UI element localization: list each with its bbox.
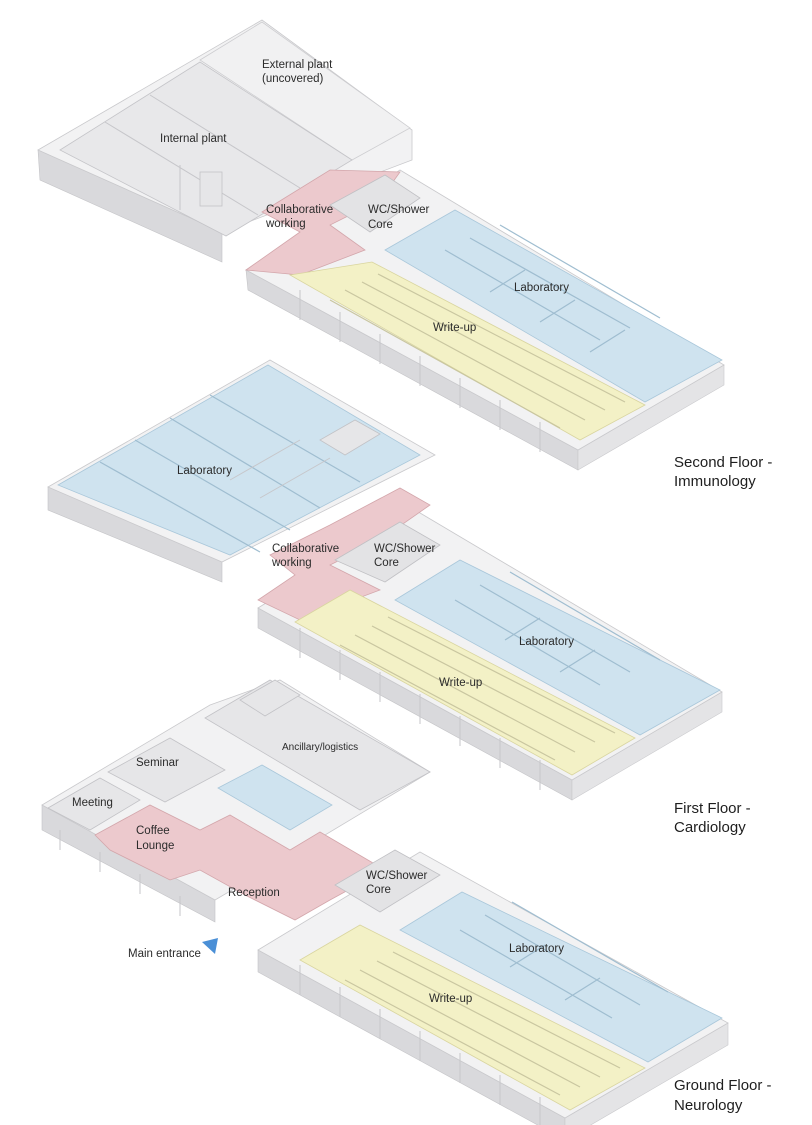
label-laboratory-west: Laboratory — [177, 465, 232, 477]
label-core-ground: WC/Shower — [366, 870, 428, 882]
label-lounge: Lounge — [136, 840, 174, 852]
laboratory-small-zone — [217, 764, 333, 831]
first-floor: Laboratory Collaborative working WC/Show… — [47, 359, 751, 836]
internal-plant-area — [59, 61, 353, 237]
floor-label-second: Second Floor - — [674, 454, 772, 471]
second-floor: External plant (uncovered) Internal plan… — [37, 19, 772, 490]
write-up-zone-first — [294, 589, 636, 776]
laboratory-zone — [384, 209, 723, 403]
label-collaborative: Collaborative — [266, 204, 333, 216]
label-laboratory-east: Laboratory — [519, 636, 574, 648]
label-write-up-ground: Write-up — [429, 993, 472, 1005]
ground-floor: Ancillary/logistics Seminar Meeting Coff… — [41, 679, 772, 1125]
label-laboratory-ground: Laboratory — [509, 943, 564, 955]
meeting-room — [47, 777, 141, 831]
label-external-plant: External plant — [262, 59, 333, 71]
laboratory-east-zone — [394, 559, 721, 736]
floor-label-second-dept: Immunology — [674, 473, 756, 490]
wc-shower-core-ground — [334, 849, 441, 913]
label-laboratory: Laboratory — [514, 282, 569, 294]
label-write-up-first: Write-up — [439, 677, 482, 689]
floor-label-first-dept: Cardiology — [674, 819, 746, 836]
label-main-entrance: Main entrance — [128, 948, 201, 960]
label-external-plant-2: (uncovered) — [262, 73, 324, 85]
floor-label-ground-dept: Neurology — [674, 1097, 743, 1114]
label-write-up: Write-up — [433, 322, 476, 334]
label-core-2: Core — [368, 219, 393, 231]
label-core-ground-2: Core — [366, 884, 391, 896]
label-reception: Reception — [228, 887, 280, 899]
floor-label-first: First Floor - — [674, 800, 751, 817]
main-entrance-marker-icon — [202, 938, 218, 954]
label-coffee: Coffee — [136, 825, 170, 837]
label-core-first-2: Core — [374, 557, 399, 569]
floor-label-ground: Ground Floor - — [674, 1077, 772, 1094]
label-ancillary: Ancillary/logistics — [282, 742, 358, 753]
label-collaborative-first: Collaborative — [272, 543, 339, 555]
laboratory-zone-ground — [399, 891, 723, 1063]
label-seminar: Seminar — [136, 757, 179, 769]
label-meeting: Meeting — [72, 797, 113, 809]
label-internal-plant: Internal plant — [160, 133, 227, 145]
label-core-first: WC/Shower — [374, 543, 436, 555]
label-collaborative-2: working — [265, 218, 306, 230]
label-core: WC/Shower — [368, 204, 430, 216]
label-collaborative-first-2: working — [271, 557, 312, 569]
seminar-room — [107, 737, 226, 803]
wc-shower-core-first — [334, 521, 441, 583]
wc-shower-core — [329, 174, 421, 233]
write-up-zone-ground — [299, 924, 646, 1111]
external-plant-area — [199, 21, 411, 161]
